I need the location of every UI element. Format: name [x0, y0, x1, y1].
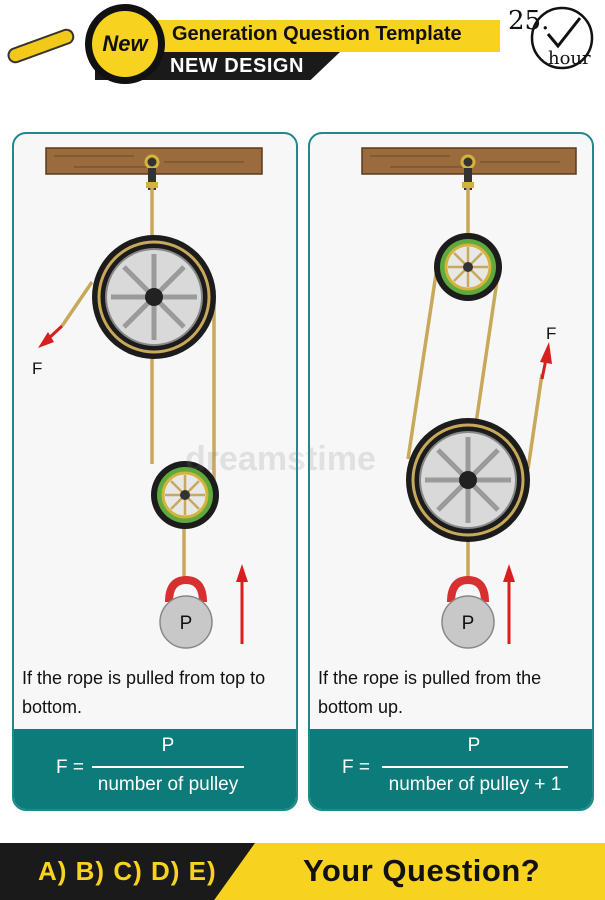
page-subtitle: NEW DESIGN	[170, 55, 304, 77]
header-yellow-bar	[120, 20, 500, 52]
new-badge-text: New	[102, 31, 148, 56]
caption-left: If the rope is pulled from top to bottom…	[22, 668, 266, 717]
question-prompt: Your Question?	[303, 853, 541, 888]
page-title: Generation Question Template	[172, 23, 462, 45]
clock-unit: hour	[548, 48, 591, 69]
formula-box-right: F = P number of pulley + 1	[310, 729, 592, 809]
footer-answers-bar	[0, 843, 255, 900]
formula-lhs-right: F =	[342, 757, 370, 778]
magnifier-handle-icon	[5, 26, 77, 66]
watermark: dreamstime	[185, 440, 376, 478]
formula-box-left: F = P number of pulley	[14, 729, 296, 809]
formula-denominator-left: number of pulley	[97, 774, 239, 795]
pulley-panel-left: P F If the rope is pulled from top to bo…	[12, 132, 298, 811]
force-label-left: F	[32, 359, 42, 378]
new-badge: New	[92, 11, 158, 77]
clock-number: 25.	[508, 6, 550, 36]
formula-denominator-right: number of pulley + 1	[388, 774, 562, 795]
formula-numerator-right: P	[467, 735, 481, 756]
fraction-bar-left	[92, 766, 244, 768]
force-label-right: F	[546, 324, 556, 343]
weight-label-right: P	[462, 613, 475, 634]
pulley-diagram-left: P F	[32, 147, 263, 649]
caption-right: If the rope is pulled from the bottom up…	[318, 668, 542, 717]
answer-options: A) B) C) D) E)	[38, 856, 217, 886]
pulley-diagram-right: P F	[361, 147, 577, 649]
pulley-panel-right: P F If the rope is pulled from the botto…	[308, 132, 594, 811]
formula-lhs-left: F =	[56, 757, 84, 778]
fraction-bar-right	[382, 766, 568, 768]
weight-label-left: P	[180, 613, 193, 634]
clock-icon: 25. hour	[500, 4, 600, 80]
formula-numerator-left: P	[161, 735, 175, 756]
